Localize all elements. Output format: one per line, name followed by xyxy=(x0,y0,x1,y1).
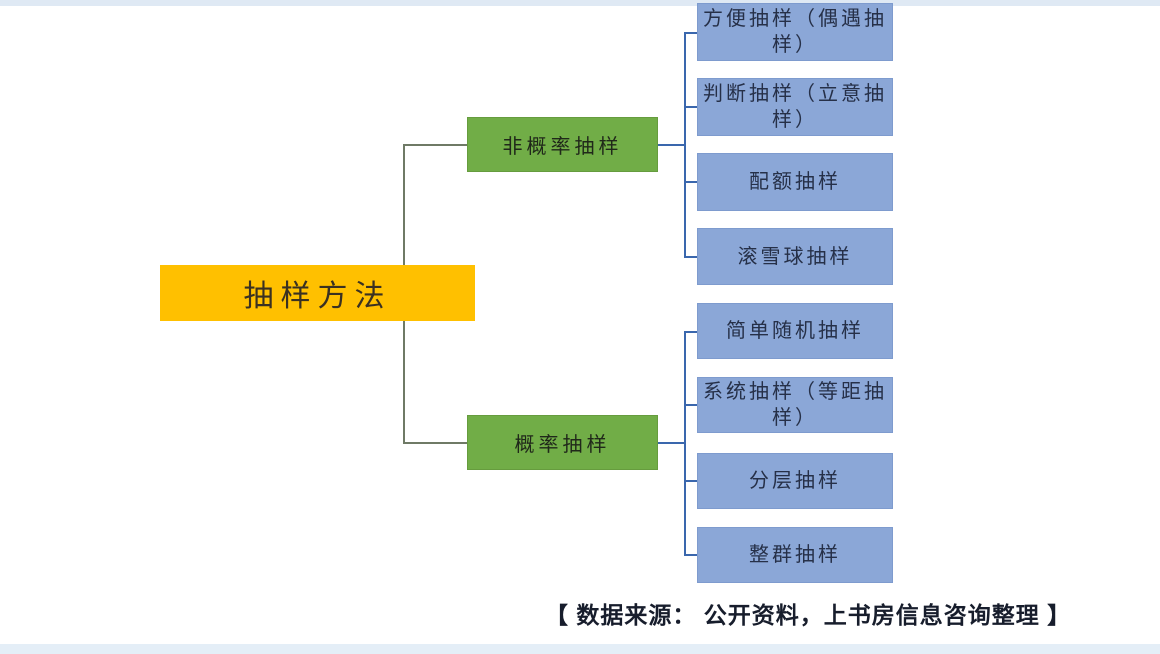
bottom-border-strip xyxy=(0,644,1160,654)
branch2-stub-child1 xyxy=(684,331,698,333)
root-node-label: 抽样方法 xyxy=(243,280,392,313)
child-node-label: 分层抽样 xyxy=(749,470,841,492)
root-connector-to-branch1 xyxy=(403,144,467,146)
child-node-systematic-sampling: 系统抽样（等距抽样） xyxy=(697,377,893,433)
branch2-stub-child3 xyxy=(684,480,698,482)
child-node-label: 整群抽样 xyxy=(749,544,841,566)
branch1-stub-child3 xyxy=(684,181,698,183)
branch1-stub-child1 xyxy=(684,32,698,34)
branch2-connector-vertical xyxy=(684,331,686,556)
child-node-label: 判断抽样（立意抽样） xyxy=(703,83,887,131)
branch-node-label: 概率抽样 xyxy=(514,434,611,456)
branch2-stub-child2 xyxy=(684,404,698,406)
child-node-label: 方便抽样（偶遇抽样） xyxy=(703,8,887,56)
child-node-judgment-sampling: 判断抽样（立意抽样） xyxy=(697,78,893,136)
root-node-sampling-methods: 抽样方法 xyxy=(160,265,475,321)
child-node-snowball-sampling: 滚雪球抽样 xyxy=(697,228,893,285)
branch1-stub-child2 xyxy=(684,106,698,108)
top-border-strip xyxy=(0,0,1160,6)
root-connector-to-branch2 xyxy=(403,442,467,444)
data-source-caption: 【 数据来源： 公开资料，上书房信息咨询整理 】 xyxy=(545,602,1072,628)
branch1-connector-stem xyxy=(658,144,686,146)
child-node-convenience-sampling: 方便抽样（偶遇抽样） xyxy=(697,3,893,61)
branch2-stub-child4 xyxy=(684,554,698,556)
branch-node-label: 非概率抽样 xyxy=(502,136,623,158)
branch1-stub-child4 xyxy=(684,256,698,258)
child-node-cluster-sampling: 整群抽样 xyxy=(697,527,893,583)
branch2-connector-stem xyxy=(658,442,686,444)
child-node-label: 简单随机抽样 xyxy=(726,320,864,342)
child-node-label: 系统抽样（等距抽样） xyxy=(703,381,887,429)
child-node-stratified-sampling: 分层抽样 xyxy=(697,453,893,509)
child-node-quota-sampling: 配额抽样 xyxy=(697,153,893,211)
branch1-connector-vertical xyxy=(684,32,686,258)
branch-node-non-probability-sampling: 非概率抽样 xyxy=(467,117,658,172)
child-node-label: 滚雪球抽样 xyxy=(737,245,853,268)
child-node-simple-random-sampling: 简单随机抽样 xyxy=(697,303,893,359)
branch-node-probability-sampling: 概率抽样 xyxy=(467,415,658,470)
child-node-label: 配额抽样 xyxy=(749,171,841,193)
